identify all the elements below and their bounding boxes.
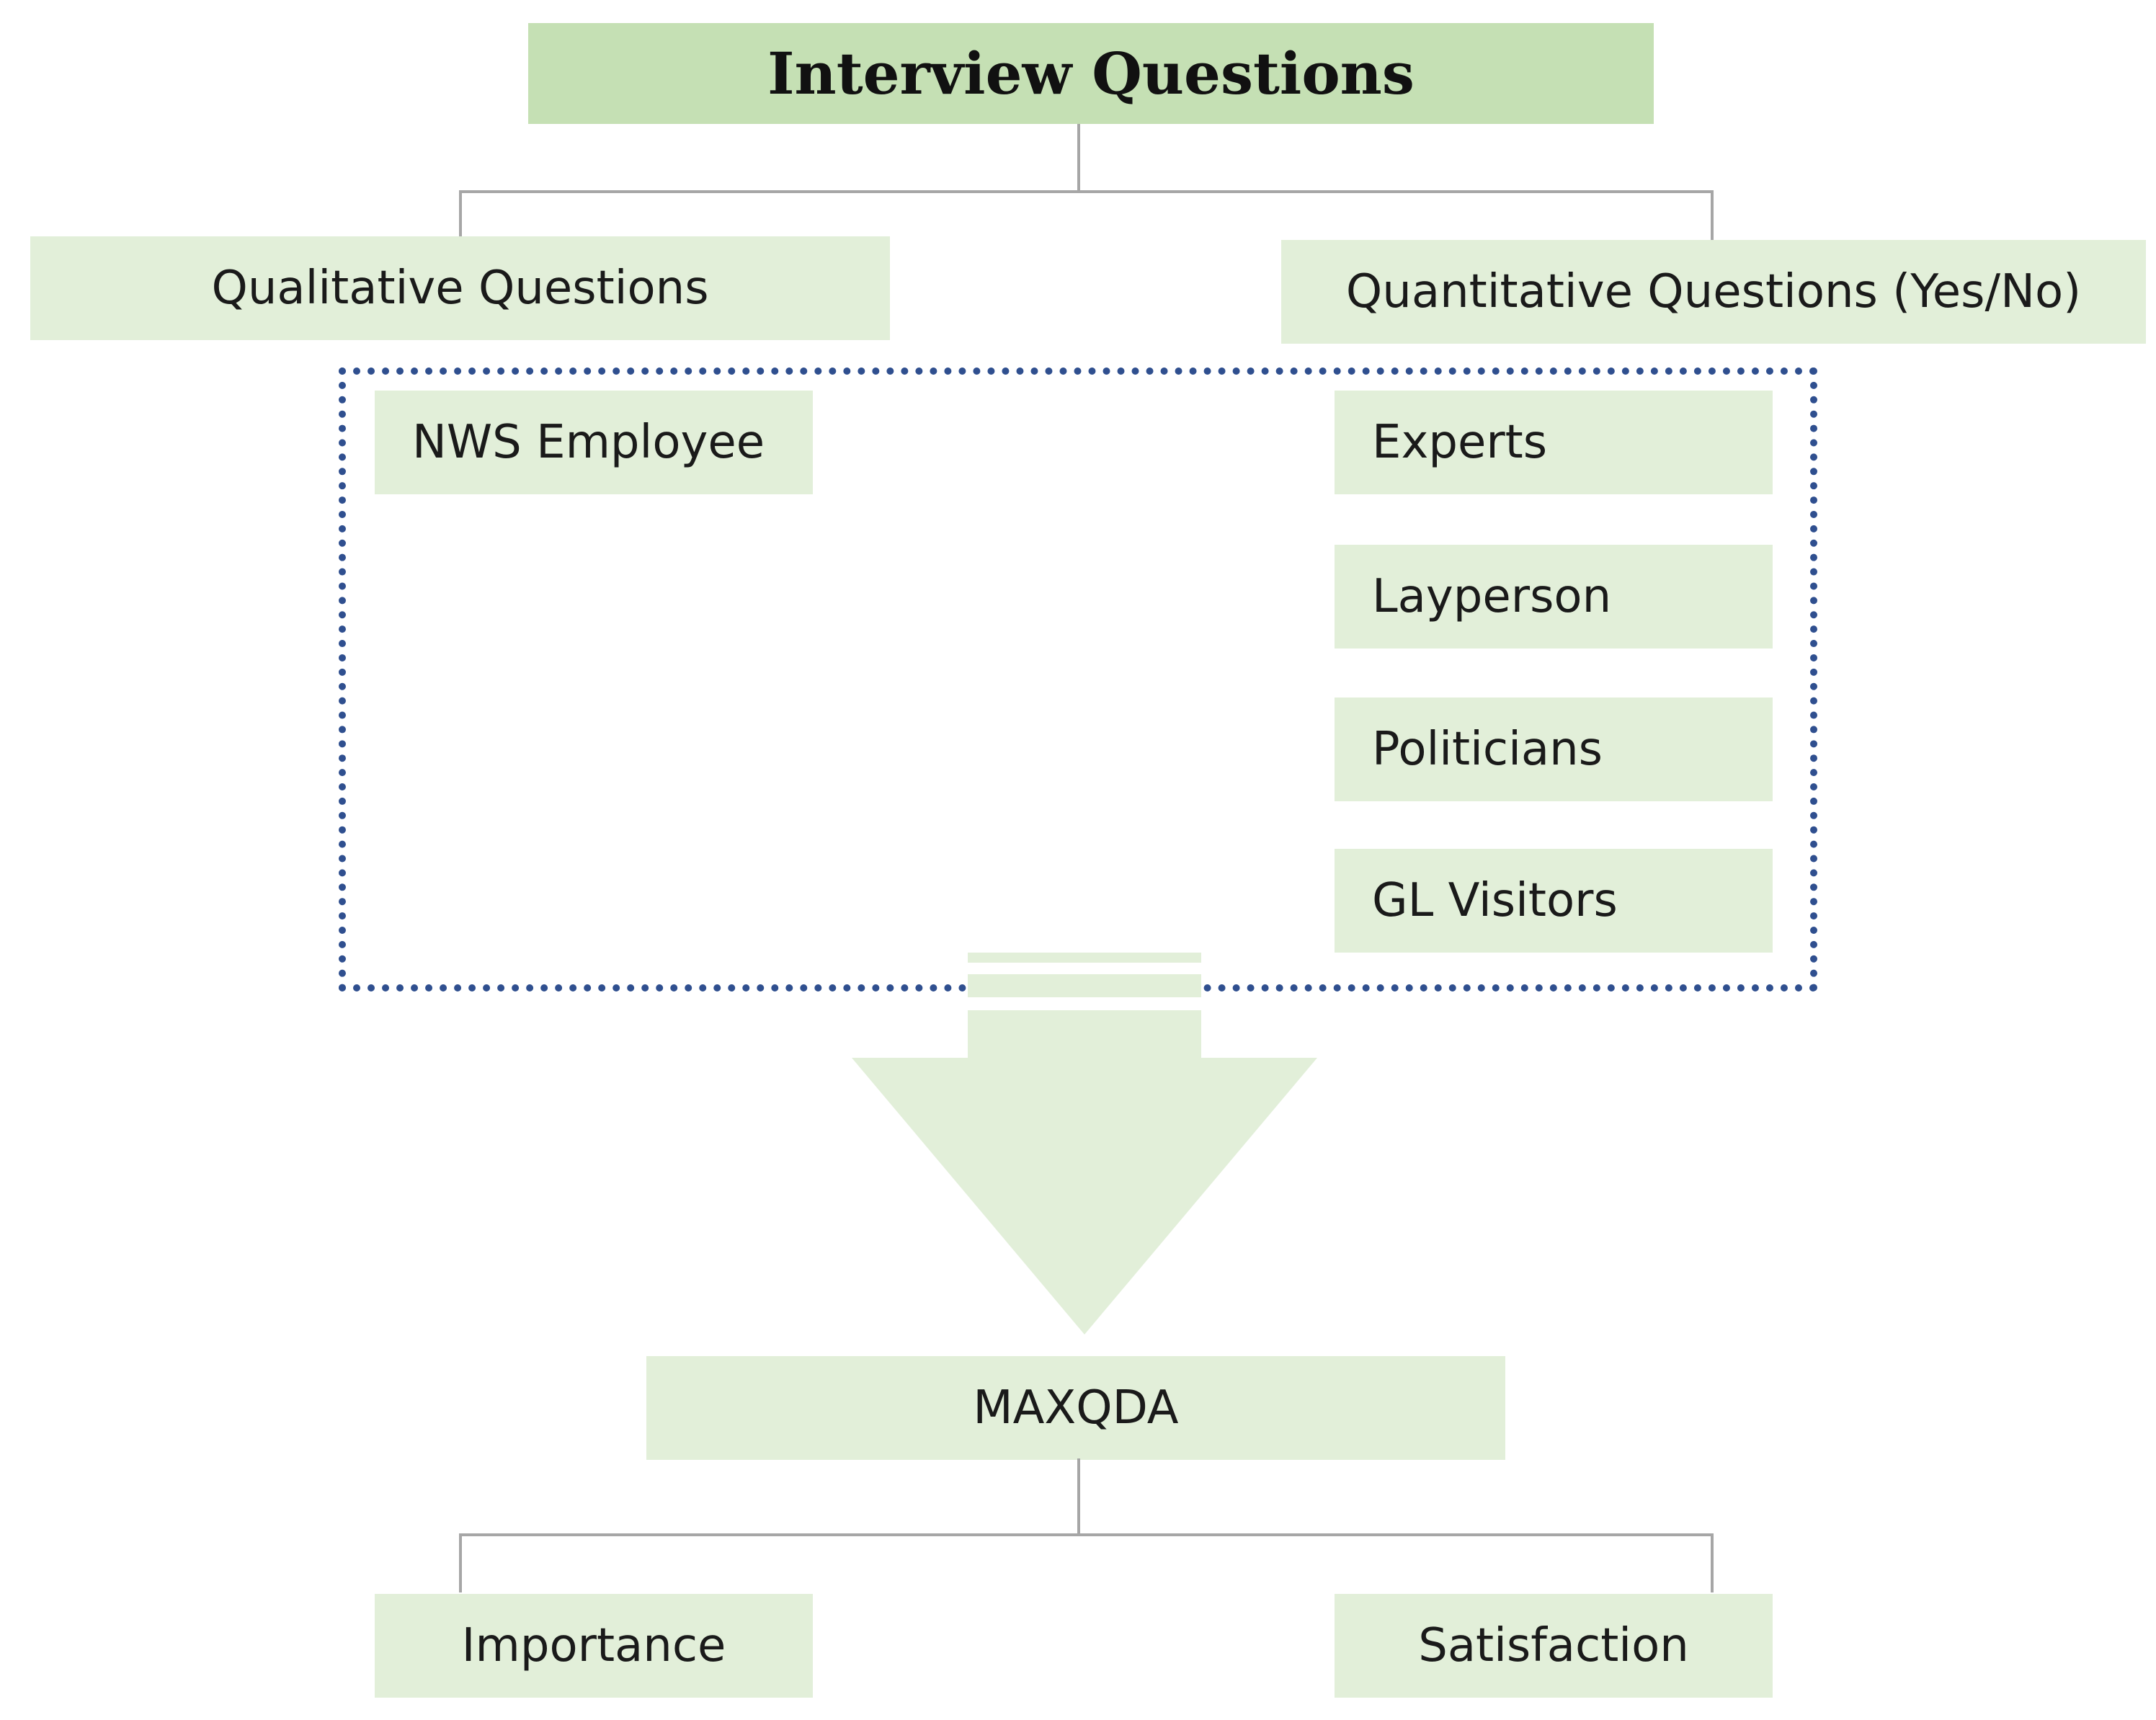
connector-branch-horizontal — [459, 190, 1714, 193]
qualitative-questions-label: Qualitative Questions — [211, 262, 709, 315]
connector-title-down — [1077, 122, 1080, 192]
connector-output-horizontal — [459, 1533, 1714, 1536]
connector-maxqda-down — [1077, 1458, 1080, 1536]
connector-to-satisfaction — [1711, 1533, 1714, 1592]
participant-label: NWS Employee — [412, 416, 765, 469]
satisfaction-box: Satisfaction — [1335, 1594, 1773, 1698]
maxqda-label: MAXQDA — [973, 1381, 1179, 1435]
arrow-stripe — [968, 974, 1201, 997]
participant-label: GL Visitors — [1372, 874, 1618, 927]
participant-label: Experts — [1372, 416, 1548, 469]
connector-to-qualitative — [459, 190, 462, 238]
importance-box: Importance — [375, 1594, 813, 1698]
title-box: Interview Questions — [528, 23, 1654, 124]
importance-label: Importance — [461, 1619, 726, 1672]
arrow-stripe — [968, 953, 1201, 963]
participant-box: Layperson — [1335, 545, 1773, 649]
connector-to-quantitative — [1711, 190, 1714, 241]
diagram-title: Interview Questions — [767, 40, 1415, 107]
arrow-shaft — [968, 1010, 1201, 1059]
participant-box: GL Visitors — [1335, 849, 1773, 953]
participant-label: Politicians — [1372, 723, 1603, 776]
participant-box: Experts — [1335, 391, 1773, 494]
qualitative-questions-box: Qualitative Questions — [30, 236, 890, 340]
participant-box: NWS Employee — [375, 391, 813, 494]
quantitative-questions-box: Quantitative Questions (Yes/No) — [1281, 240, 2146, 344]
participant-box: Politicians — [1335, 698, 1773, 801]
satisfaction-label: Satisfaction — [1418, 1619, 1689, 1672]
participant-label: Layperson — [1372, 570, 1612, 623]
quantitative-questions-label: Quantitative Questions (Yes/No) — [1345, 265, 2082, 318]
arrow-head — [852, 1058, 1317, 1334]
maxqda-box: MAXQDA — [646, 1356, 1505, 1460]
connector-to-importance — [459, 1533, 462, 1592]
